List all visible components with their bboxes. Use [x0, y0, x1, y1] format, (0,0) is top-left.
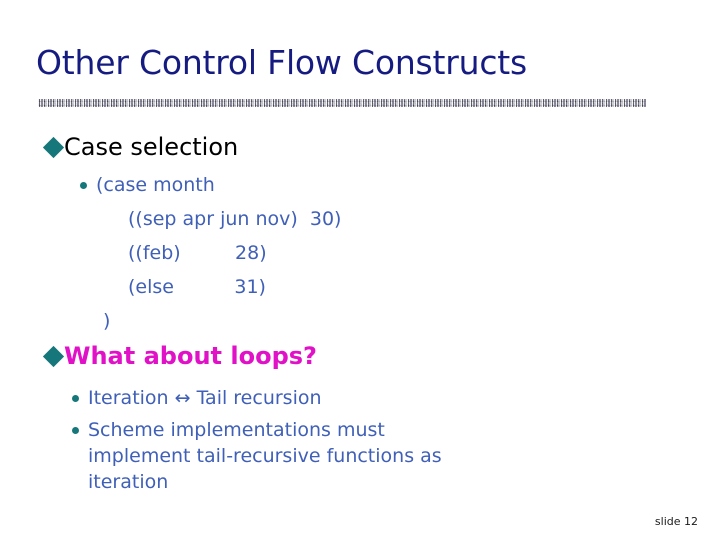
list-item: Iteration ↔ Tail recursion [72, 385, 322, 411]
list-item-label: Scheme implementations must implement ta… [88, 419, 442, 493]
section-heading-what-about-loops: What about loops? [42, 341, 317, 371]
dot-bullet-icon [72, 427, 79, 434]
diamond-bullet-icon [42, 136, 65, 159]
list-item-label: Iteration ↔ Tail recursion [88, 387, 322, 409]
dot-bullet-icon [80, 182, 87, 189]
code-line: ) [103, 310, 111, 332]
list-item: Scheme implementations must implement ta… [72, 417, 448, 495]
diamond-bullet-icon [42, 345, 65, 368]
code-line: (else 31) [128, 276, 266, 298]
section-heading-label: Case selection [64, 133, 239, 161]
section-heading-label: What about loops? [64, 342, 317, 370]
list-item-label: (case month [96, 174, 215, 196]
code-line: ((feb) 28) [128, 242, 267, 264]
textured-divider [38, 99, 646, 107]
list-item: (case month [80, 172, 215, 198]
page-title: Other Control Flow Constructs [36, 43, 528, 82]
code-line: ((sep apr jun nov) 30) [128, 208, 342, 230]
dot-bullet-icon [72, 395, 79, 402]
slide-number: slide 12 [654, 515, 698, 528]
section-heading-case-selection: Case selection [42, 132, 239, 162]
